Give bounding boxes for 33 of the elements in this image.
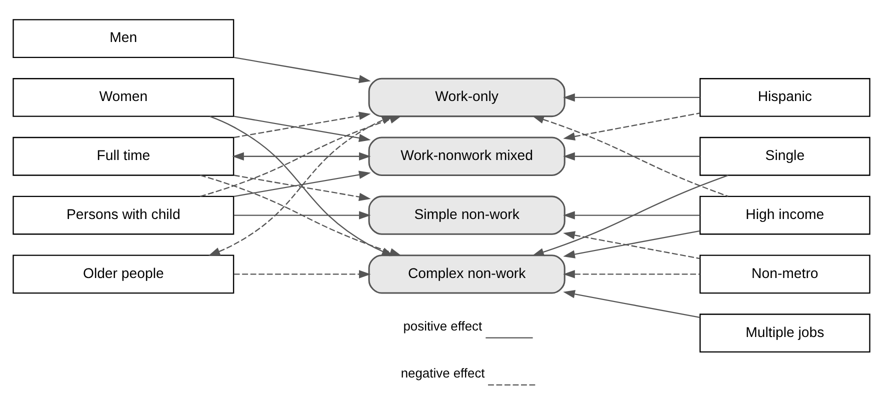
node-box: Multiple jobs xyxy=(700,313,870,352)
arrow xyxy=(234,56,371,83)
node-box: Hispanic xyxy=(700,78,870,116)
arrow xyxy=(563,290,700,318)
arrow xyxy=(234,174,371,200)
arrow xyxy=(563,152,700,160)
node-box: Simple non-work xyxy=(368,195,566,234)
node-box: Persons with child xyxy=(12,195,234,234)
legend-label: positive effect xyxy=(403,318,482,333)
arrow xyxy=(234,170,371,196)
arrow xyxy=(532,174,728,256)
arrow xyxy=(563,112,700,140)
node-box: Single xyxy=(700,136,870,176)
node-box: Non-metro xyxy=(700,254,870,294)
legend-label: negative effect xyxy=(400,365,485,380)
arrow xyxy=(234,111,371,138)
arrow xyxy=(234,210,371,219)
node-box: Full time xyxy=(12,136,234,176)
arrow xyxy=(200,115,402,196)
arrow xyxy=(232,152,371,160)
arrow xyxy=(234,115,371,142)
node-box: Work-nonwork mixed xyxy=(368,136,566,176)
node-box: Women xyxy=(12,78,234,116)
arrow xyxy=(563,210,700,219)
node-box: Complex non-work xyxy=(368,254,566,294)
node-box: High income xyxy=(700,195,870,234)
node-box: Men xyxy=(12,18,234,58)
node-box: Work-only xyxy=(368,77,566,117)
arrow xyxy=(563,92,700,102)
node-box: Older people xyxy=(12,254,234,294)
arrow xyxy=(563,270,700,278)
arrow xyxy=(234,270,371,278)
arrow xyxy=(532,115,728,196)
